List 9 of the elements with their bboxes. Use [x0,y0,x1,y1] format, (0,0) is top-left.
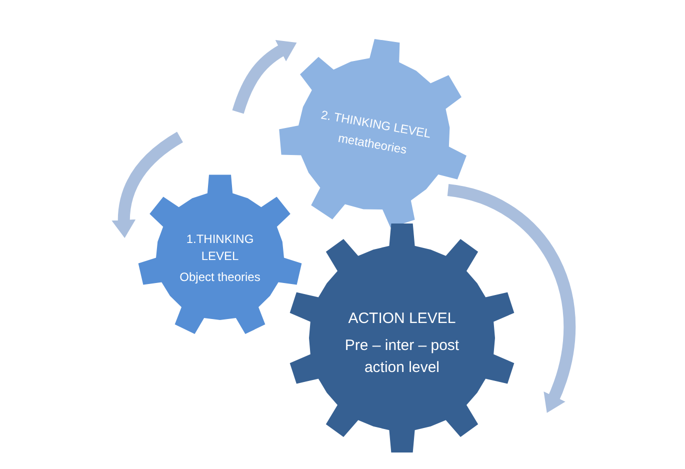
curved-arrow [232,40,297,114]
gear-subtitle: Pre – inter – post action level [344,336,460,378]
gear-title: ACTION LEVEL [347,309,457,329]
gear-title: 1.THINKING LEVEL [185,231,255,266]
curved-arrow [446,184,576,414]
gear-shape [287,223,517,453]
gear-shape [279,39,469,229]
gear-subtitle: Object theories [178,268,262,286]
curved-arrow [112,132,184,238]
